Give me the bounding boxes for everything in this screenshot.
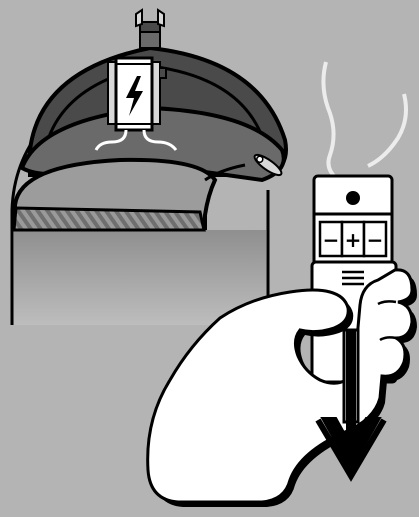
battery-port	[346, 191, 360, 205]
helmet-inner-body	[14, 230, 266, 325]
terminal-right-label: −	[367, 228, 384, 252]
terminal-center-label: +	[345, 228, 362, 252]
helmet-brim-strip	[14, 208, 204, 230]
terminal-left-label: −	[323, 228, 340, 252]
